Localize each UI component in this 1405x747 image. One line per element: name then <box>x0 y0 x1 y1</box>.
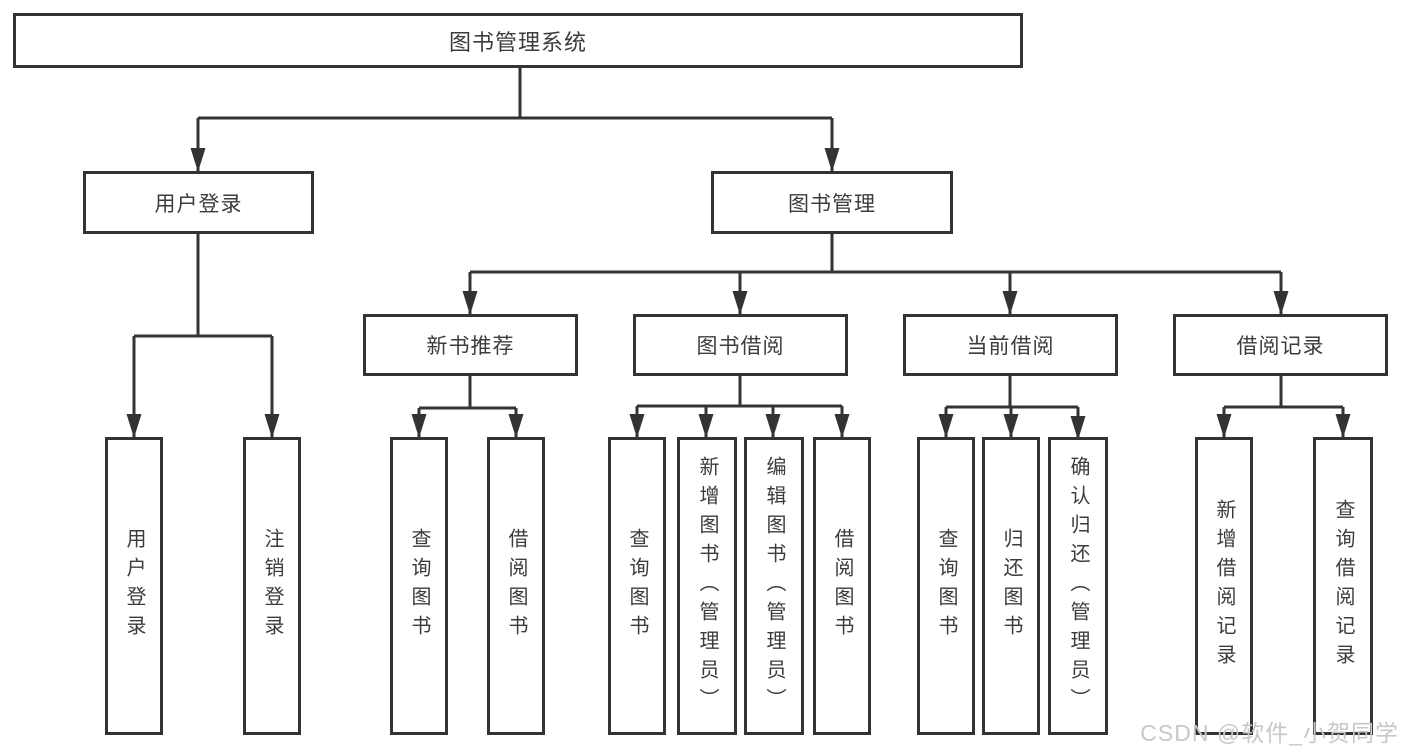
leaf-label: 确认归还（管理员） <box>1067 455 1089 717</box>
leaf-label: 编辑图书（管理员） <box>763 455 785 717</box>
node-library-management-system: 图书管理系统 <box>13 13 1023 68</box>
node-label: 新书推荐 <box>426 335 515 358</box>
node-borrowing-records: 借阅记录 <box>1173 314 1388 376</box>
node-new-book-recommendation: 新书推荐 <box>363 314 578 376</box>
csdn-watermark: CSDN @软件_小贺同学 <box>1140 720 1399 746</box>
node-user-login: 用户登录 <box>83 171 314 234</box>
leaf-records-add-borrow-record: 新增借阅记录 <box>1195 437 1253 735</box>
leaf-recommend-query-books: 查询图书 <box>390 437 448 735</box>
leaf-borrowing-query-books: 查询图书 <box>608 437 666 735</box>
leaf-label: 借阅图书 <box>831 528 853 644</box>
node-current-borrowing: 当前借阅 <box>903 314 1118 376</box>
leaf-label: 查询图书 <box>626 528 648 644</box>
leaf-label: 用户登录 <box>123 528 145 644</box>
leaf-label: 新增借阅记录 <box>1213 499 1235 673</box>
leaf-user-login: 用户登录 <box>105 437 163 735</box>
leaf-label: 归还图书 <box>1000 528 1022 644</box>
node-label: 图书借阅 <box>696 335 785 358</box>
leaf-borrowing-add-books-admin: 新增图书（管理员） <box>677 437 737 735</box>
node-label: 用户登录 <box>154 192 243 216</box>
node-label: 图书管理 <box>788 192 876 216</box>
leaf-label: 查询借阅记录 <box>1332 499 1354 673</box>
node-book-borrowing: 图书借阅 <box>633 314 848 376</box>
leaf-label: 注销登录 <box>261 528 283 644</box>
leaf-borrowing-borrow-books: 借阅图书 <box>813 437 871 735</box>
node-book-management: 图书管理 <box>711 171 953 234</box>
leaf-current-query-books: 查询图书 <box>917 437 975 735</box>
node-label: 借阅记录 <box>1236 335 1325 358</box>
node-label: 当前借阅 <box>966 335 1055 358</box>
leaf-current-return-books: 归还图书 <box>982 437 1040 735</box>
leaf-current-confirm-return-admin: 确认归还（管理员） <box>1048 437 1108 735</box>
leaf-records-query-borrow-record: 查询借阅记录 <box>1313 437 1373 735</box>
leaf-borrowing-edit-books-admin: 编辑图书（管理员） <box>744 437 804 735</box>
leaf-logout-login: 注销登录 <box>243 437 301 735</box>
leaf-label: 查询图书 <box>408 528 430 644</box>
leaf-label: 借阅图书 <box>505 528 527 644</box>
leaf-label: 新增图书（管理员） <box>696 455 718 717</box>
leaf-recommend-borrow-books: 借阅图书 <box>487 437 545 735</box>
node-label: 图书管理系统 <box>448 29 587 55</box>
leaf-label: 查询图书 <box>935 528 957 644</box>
